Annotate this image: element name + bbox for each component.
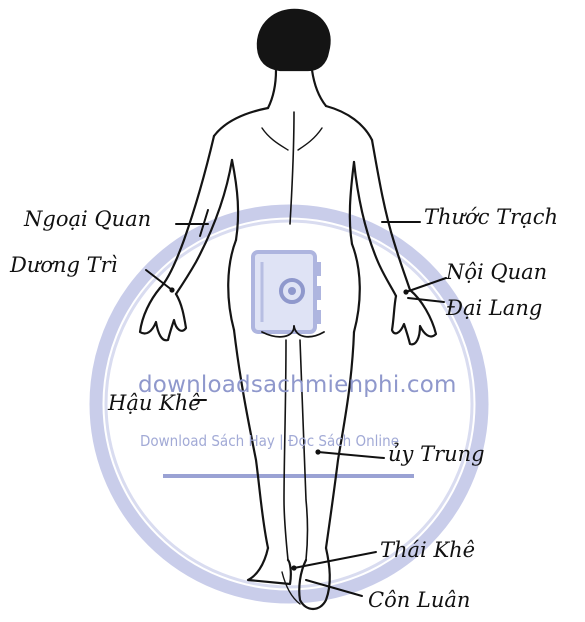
label-con-luan: Côn Luân xyxy=(368,590,470,611)
duong-tri-point xyxy=(169,287,174,292)
label-dai-lang: Đại Lang xyxy=(446,298,542,319)
label-duong-tri: Dương Trì xyxy=(10,255,117,276)
dai-lang-leader xyxy=(408,298,444,302)
noi-quan-point xyxy=(403,289,408,294)
thai-khe-leader xyxy=(294,552,376,568)
uy-trung-point xyxy=(315,449,320,454)
thai-khe-point xyxy=(291,565,296,570)
label-thai-khe: Thái Khê xyxy=(380,540,475,561)
duong-tri-leader xyxy=(146,270,172,290)
noi-quan-leader xyxy=(406,278,446,292)
con-luan-leader xyxy=(306,580,362,596)
label-hau-khe: Hậu Khê xyxy=(108,393,201,414)
label-thuoc-trach: Thước Trạch xyxy=(424,207,558,228)
label-ngoai-quan: Ngoại Quan xyxy=(24,209,151,230)
label-uy-trung: ủy Trung xyxy=(388,444,485,465)
watermark-tagline: Download Sách Hay | Đọc Sách Online xyxy=(140,432,399,450)
uy-trung-leader xyxy=(318,452,384,458)
label-noi-quan: Nội Quan xyxy=(446,262,547,283)
